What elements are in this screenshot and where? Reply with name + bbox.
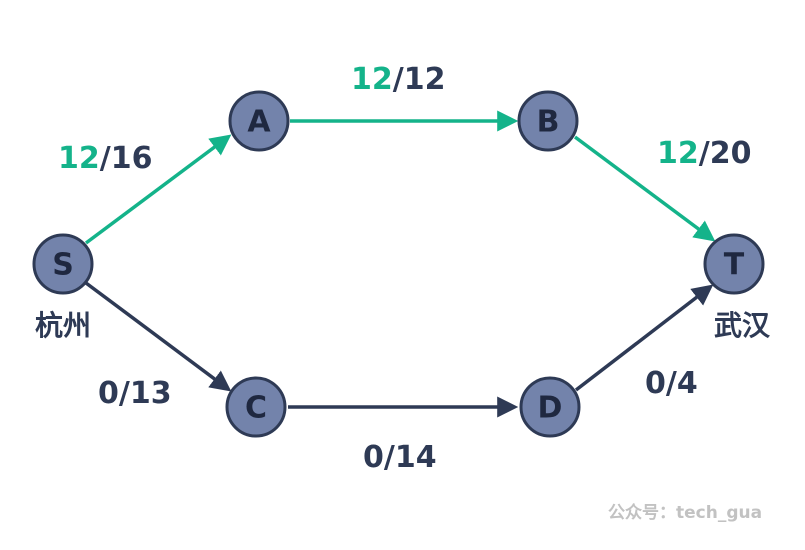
edge-label-s-c: 0/13 [98,376,172,411]
node-c-label: C [245,391,267,426]
edge-s-c [84,281,232,392]
capacity-value: 4 [677,366,698,401]
flow-separator: / [699,136,710,171]
flow-value: 12 [351,62,393,97]
capacity-value: 20 [710,136,752,171]
capacity-value: 16 [111,141,153,176]
edge-d-t [574,284,714,392]
node-b: B [517,90,579,152]
node-s: S [32,233,94,295]
flow-separator: / [119,376,130,411]
edge-s-a [84,134,232,245]
node-t: T [703,233,765,295]
node-c: C [225,376,287,438]
node-d: D [519,376,581,438]
city-label-sink: 武汉 [714,309,771,342]
flow-value: 12 [58,141,100,176]
node-b-label: B [537,105,560,140]
edge-label-d-t: 0/4 [645,366,698,401]
edge-label-a-b: 12/12 [351,62,445,97]
watermark: 公众号：tech_gua [608,502,762,523]
edge-label-s-a: 12/16 [58,141,152,176]
flow-value: 0 [363,440,384,475]
flow-value: 0 [98,376,119,411]
flow-separator: / [393,62,404,97]
capacity-value: 14 [395,440,437,475]
node-s-label: S [52,248,74,283]
flow-separator: / [666,366,677,401]
node-t-label: T [724,248,745,283]
edge-label-b-t: 12/20 [657,136,751,171]
flow-separator: / [100,141,111,176]
flow-value: 12 [657,136,699,171]
node-a: A [228,90,290,152]
capacity-value: 12 [404,62,446,97]
capacity-value: 13 [130,376,172,411]
flow-separator: / [384,440,395,475]
node-a-label: A [247,105,271,140]
flow-value: 0 [645,366,666,401]
node-d-label: D [538,391,563,426]
edge-label-c-d: 0/14 [363,440,437,475]
city-label-source: 杭州 [35,309,91,342]
edge-b-t [573,135,716,242]
